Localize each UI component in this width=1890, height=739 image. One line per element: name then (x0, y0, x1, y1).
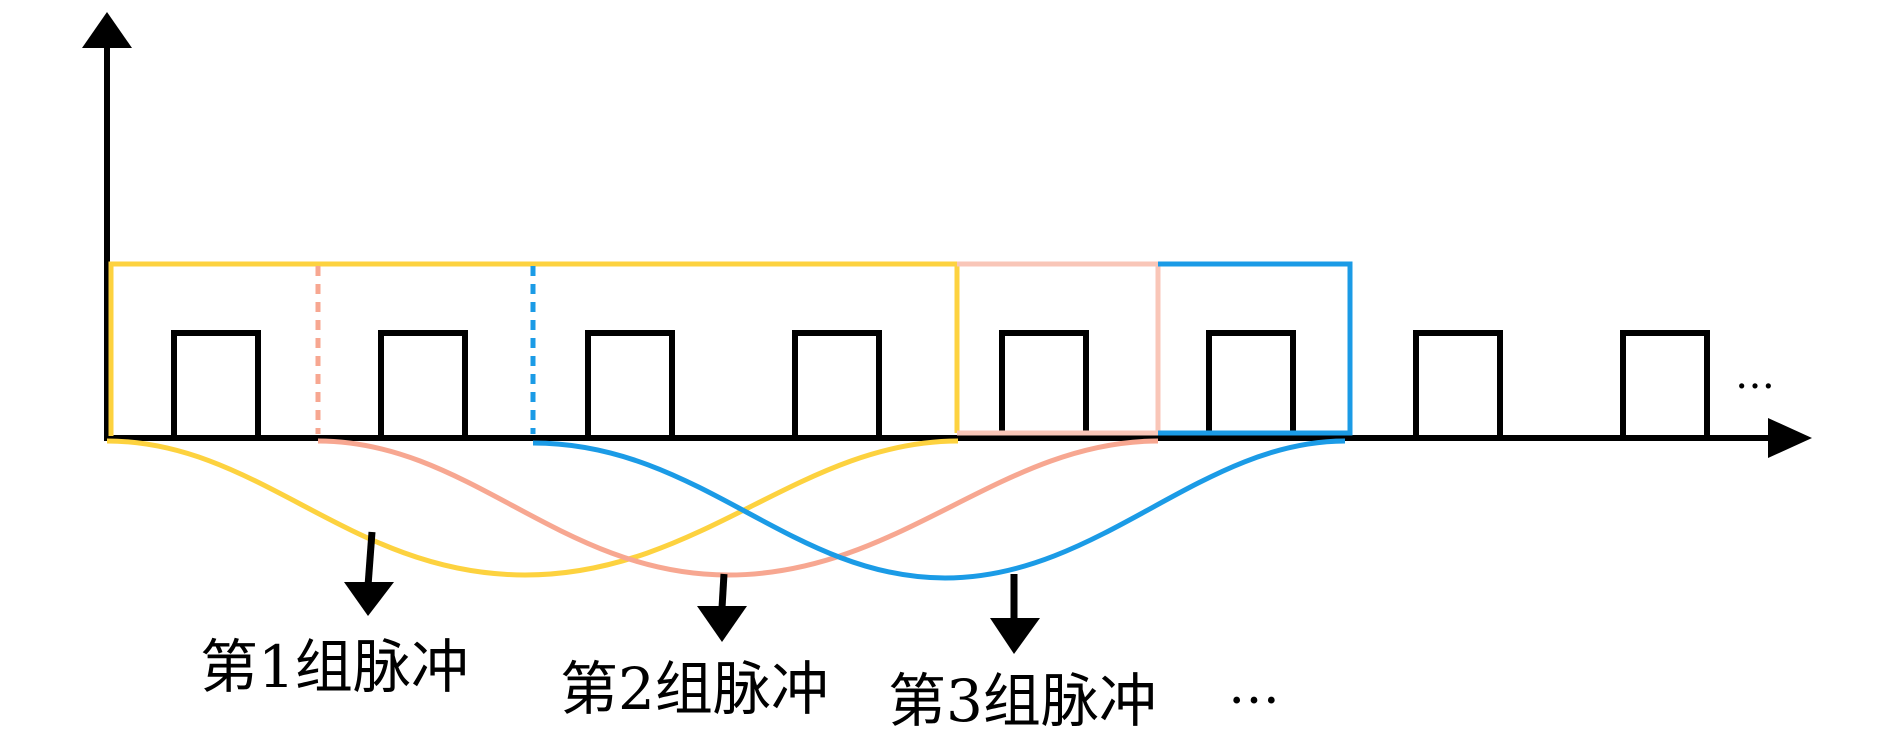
down-arrow-icon (697, 606, 747, 642)
group-curves (106, 438, 1346, 581)
pulse (1413, 330, 1503, 438)
down-arrow-icon (990, 618, 1040, 654)
pulse (999, 330, 1089, 438)
x-axis-arrow-icon (1768, 418, 1812, 458)
pulse (792, 330, 882, 438)
group-boxes (108, 261, 1353, 436)
bottom-ellipsis: … (1228, 656, 1280, 716)
group2-curve (317, 438, 1159, 578)
group1-label: 第1组脉冲 (200, 633, 469, 701)
group1-box (108, 261, 960, 436)
pulse (171, 330, 261, 438)
down-arrow-icon (344, 582, 394, 616)
group3-label: 第3组脉冲 (888, 667, 1157, 735)
pulse (1206, 330, 1296, 438)
pulse-continuation-ellipsis: … (1735, 352, 1775, 398)
y-axis-arrow-icon (82, 12, 132, 48)
pulse (585, 330, 675, 438)
axes (82, 12, 1812, 458)
group1-arrow-shaft (364, 531, 376, 587)
pulse (1620, 330, 1710, 438)
group1-curve (106, 438, 959, 578)
group-arrows (344, 531, 1040, 654)
group3-box (1158, 261, 1353, 436)
pulse-train (171, 330, 1710, 438)
group2-arrow-shaft (718, 573, 728, 609)
pulse (378, 330, 468, 438)
group2-box (957, 261, 1161, 436)
group2-label: 第2组脉冲 (560, 655, 829, 723)
group3-curve (532, 438, 1346, 581)
